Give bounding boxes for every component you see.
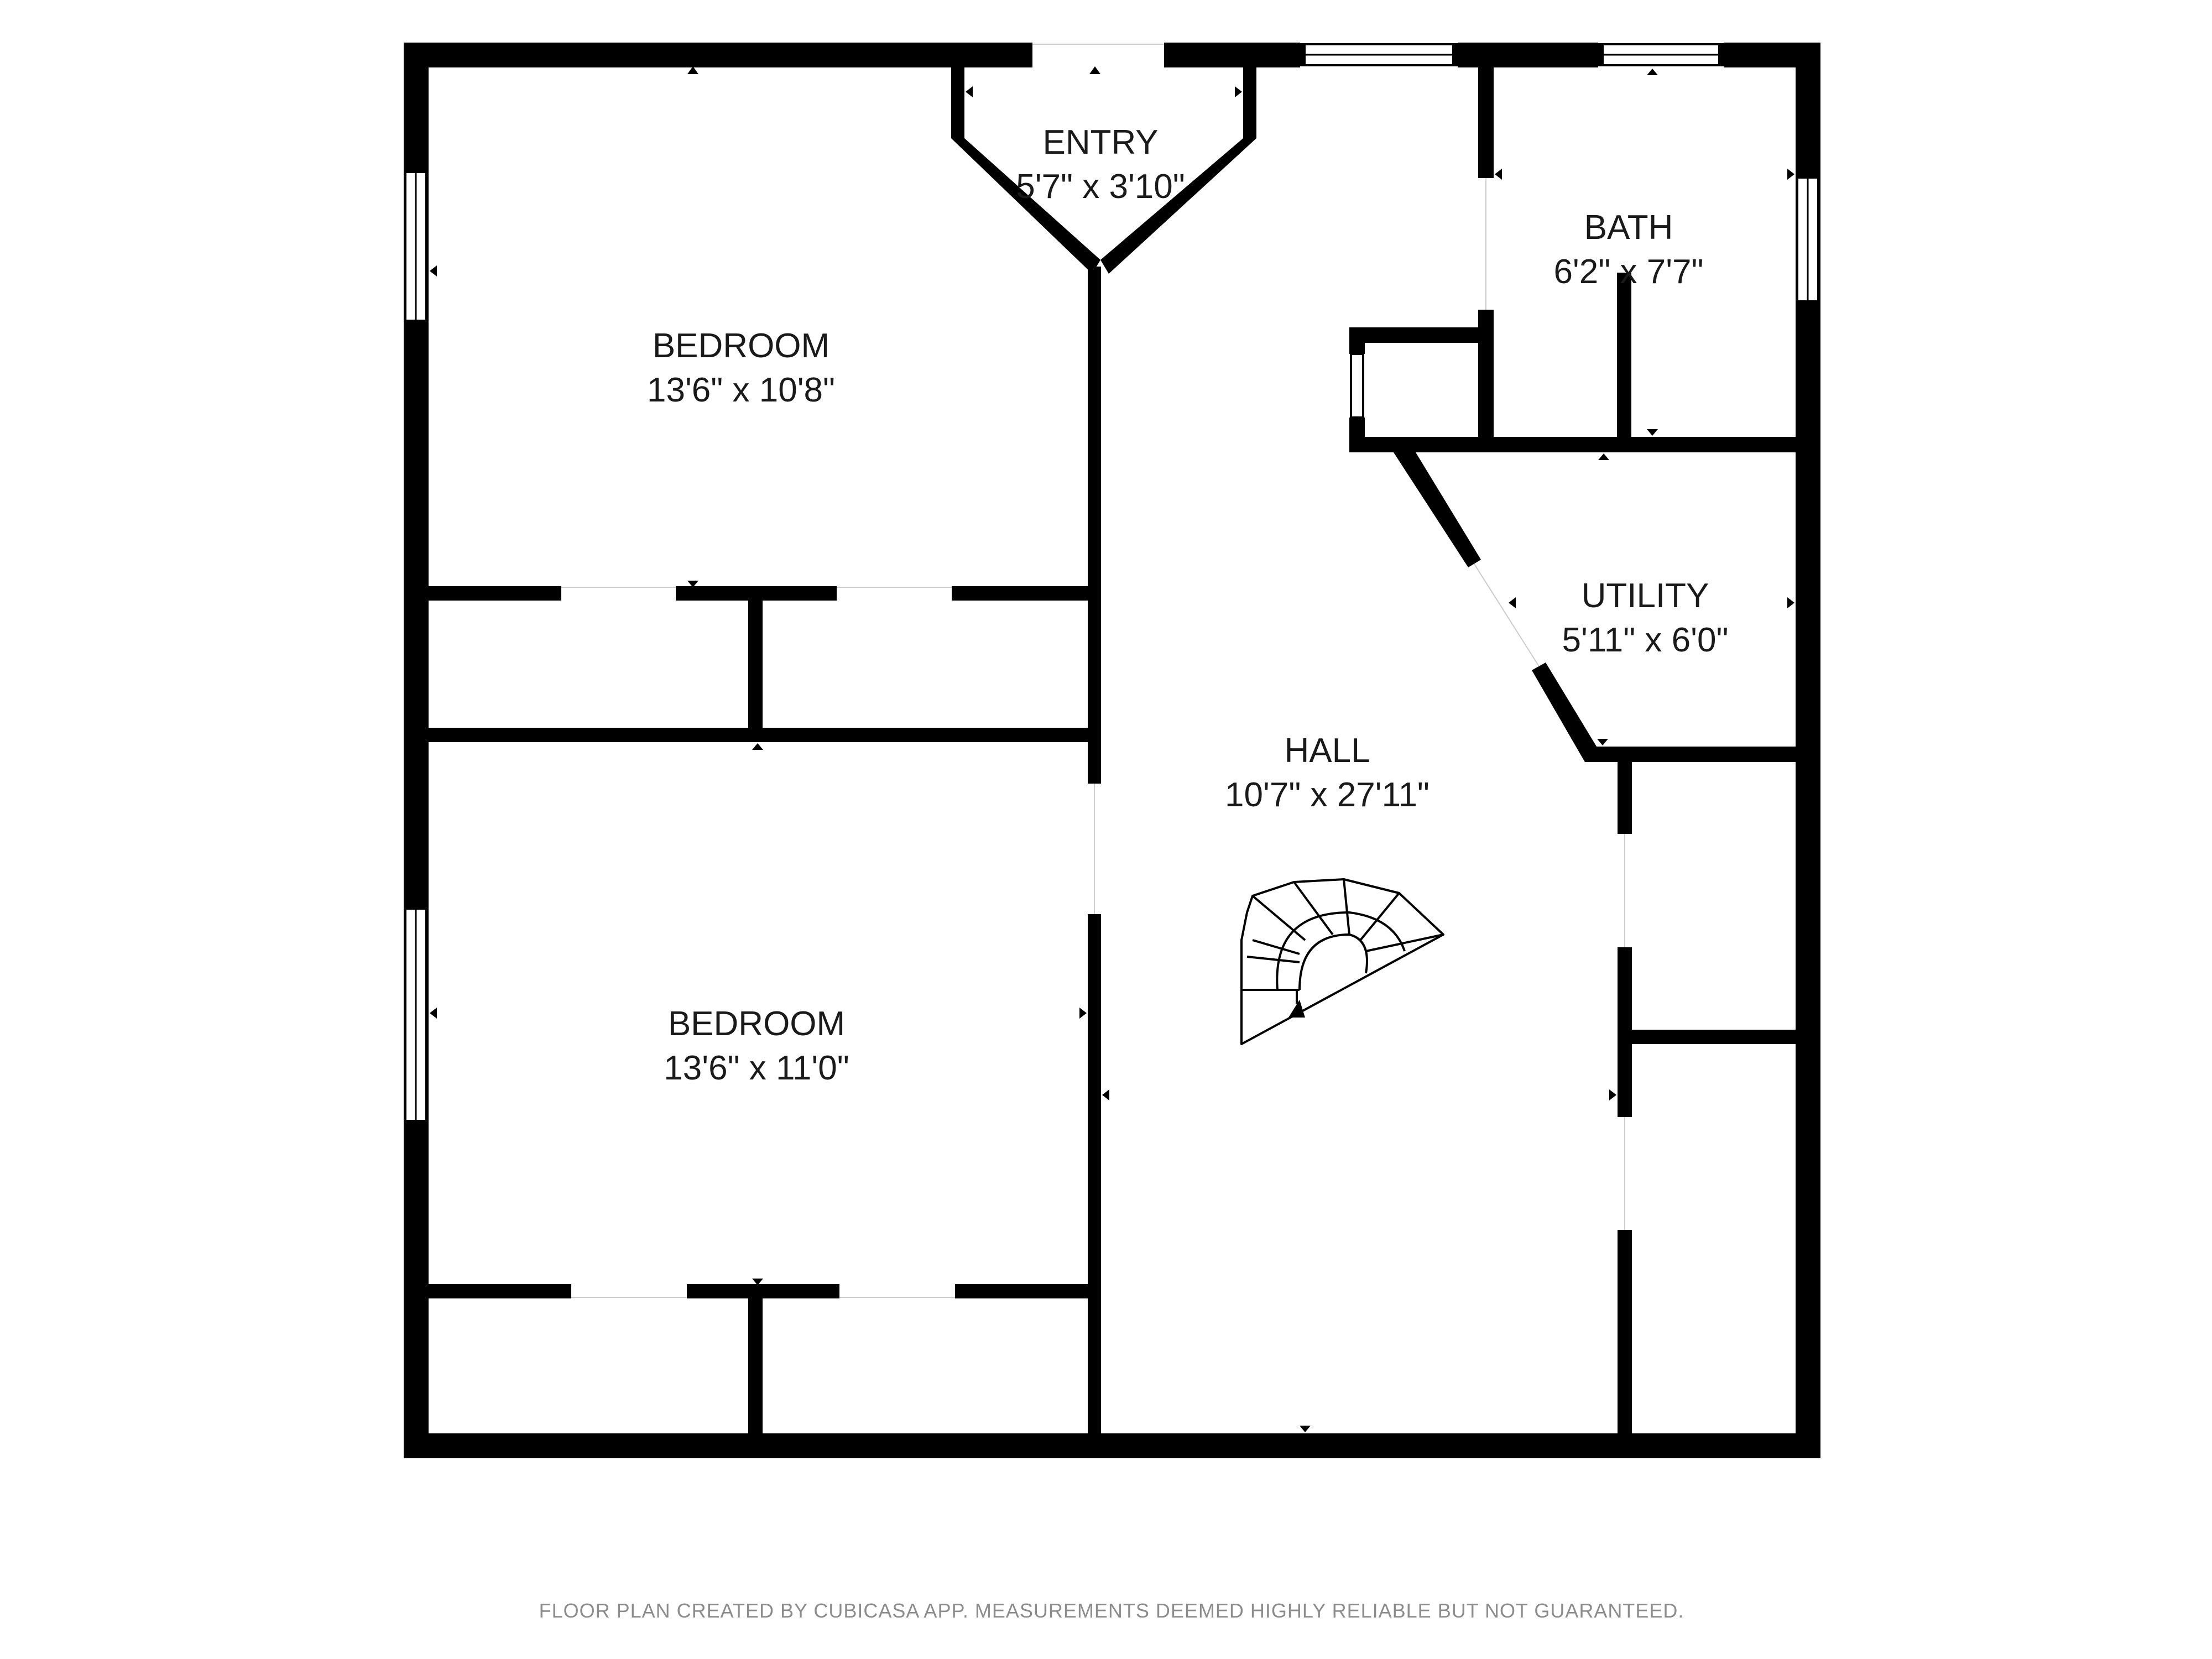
windows <box>404 43 1819 1126</box>
bath-inner-stub <box>1617 273 1631 451</box>
window-icon <box>1299 43 1459 66</box>
room-label-hall-name: HALL <box>1284 732 1370 770</box>
entry-wall-left-diagonal <box>951 138 1100 274</box>
window-icon <box>404 166 427 326</box>
closet-bottom-wall-a <box>429 1284 571 1298</box>
room-label-bedroom-bottom-dims: 13'6" x 11'0" <box>664 1049 849 1087</box>
door-marker-icon <box>687 66 698 74</box>
door-marker-icon <box>1597 739 1608 745</box>
door-marker-icon <box>752 743 763 750</box>
entry-wall-right-diagonal <box>1100 138 1256 274</box>
closet-top-wall-b <box>676 586 837 601</box>
door-marker-icon <box>1598 453 1609 460</box>
bath-left-wall-upper <box>1478 67 1494 178</box>
dimension-markers <box>430 66 1794 1432</box>
outer-wall-bottom <box>404 1433 1820 1458</box>
room-label-utility-dims: 5'11" x 6'0" <box>1562 621 1729 659</box>
closet-top-wall-c <box>952 586 1101 601</box>
room-labels: ENTRY 5'7" x 3'10" BATH 6'2" x 7'7" BEDR… <box>647 123 1728 1087</box>
outer-wall-top-left <box>404 43 1032 67</box>
door-openings <box>561 44 1625 1298</box>
linen-left-wall-a <box>1349 327 1365 354</box>
door-marker-icon <box>1235 86 1242 97</box>
room-label-entry-dims: 5'7" x 3'10" <box>1016 168 1185 206</box>
room-label-entry-name: ENTRY <box>1042 123 1158 161</box>
utility-diagonal-wall-upper <box>1394 452 1481 567</box>
closet-top-bottom-wall <box>429 728 1101 742</box>
door-marker-icon <box>752 1279 763 1285</box>
bath-bottom-wall <box>1349 437 1796 452</box>
outer-wall-top-right-a <box>1458 43 1598 67</box>
door-marker-icon <box>1089 66 1100 74</box>
right-closet-wall-upper <box>1618 762 1632 834</box>
utility-bottom-wall <box>1585 747 1796 762</box>
window-icon <box>1796 172 1819 307</box>
door-marker-icon <box>1495 169 1502 180</box>
window-icon <box>1597 43 1725 66</box>
linen-left-wall-b <box>1349 418 1365 452</box>
center-wall-upper <box>1088 267 1101 784</box>
room-label-bath-name: BATH <box>1584 208 1673 247</box>
outer-wall-top-mid <box>1164 43 1300 67</box>
window-icon <box>404 903 427 1126</box>
door-marker-icon <box>1300 1426 1311 1432</box>
entry-wall-left-vertical <box>951 67 964 138</box>
room-label-bath-dims: 6'2" x 7'7" <box>1553 253 1703 291</box>
footer-disclaimer: FLOOR PLAN CREATED BY CUBICASA APP. MEAS… <box>539 1599 1684 1622</box>
stair-icon <box>1240 878 1444 1045</box>
closet-bottom-wall-c <box>955 1284 1101 1298</box>
door-marker-icon <box>430 1008 437 1019</box>
walls <box>404 43 1820 1458</box>
door-marker-icon <box>1647 429 1658 436</box>
room-label-utility-name: UTILITY <box>1582 577 1709 615</box>
door-marker-icon <box>966 86 973 97</box>
room-label-bedroom-bottom-name: BEDROOM <box>668 1005 845 1043</box>
door-marker-icon <box>1079 1008 1087 1019</box>
right-closet-wall-lower <box>1618 1230 1632 1433</box>
entry-wall-right-vertical <box>1243 67 1256 138</box>
right-closet-divider <box>1632 1030 1796 1044</box>
door-marker-icon <box>1609 1089 1616 1100</box>
closet-top-divider <box>748 601 763 735</box>
door-marker-icon <box>1509 597 1516 608</box>
door-marker-icon <box>1647 69 1658 75</box>
utility-diagonal-wall-lower <box>1532 662 1601 762</box>
door-marker-icon <box>1787 169 1794 180</box>
window-icon <box>1350 353 1364 419</box>
closet-bottom-wall-b <box>687 1284 839 1298</box>
closet-bottom-divider <box>748 1298 763 1433</box>
door-marker-icon <box>430 265 437 276</box>
door-marker-icon <box>1102 1089 1109 1100</box>
right-closet-wall-mid <box>1618 947 1632 1117</box>
door-marker-icon <box>687 581 698 587</box>
room-label-hall-dims: 10'7" x 27'11" <box>1225 776 1430 814</box>
room-label-bedroom-top-dims: 13'6" x 10'8" <box>647 371 835 409</box>
closet-top-wall-a <box>429 586 561 601</box>
door-marker-icon <box>1787 597 1794 608</box>
linen-top-wall <box>1349 327 1494 343</box>
center-wall-lower <box>1088 914 1101 1433</box>
utility-door-opening <box>1474 564 1540 667</box>
room-label-bedroom-top-name: BEDROOM <box>653 327 830 365</box>
door-marker-icon <box>1078 250 1087 260</box>
